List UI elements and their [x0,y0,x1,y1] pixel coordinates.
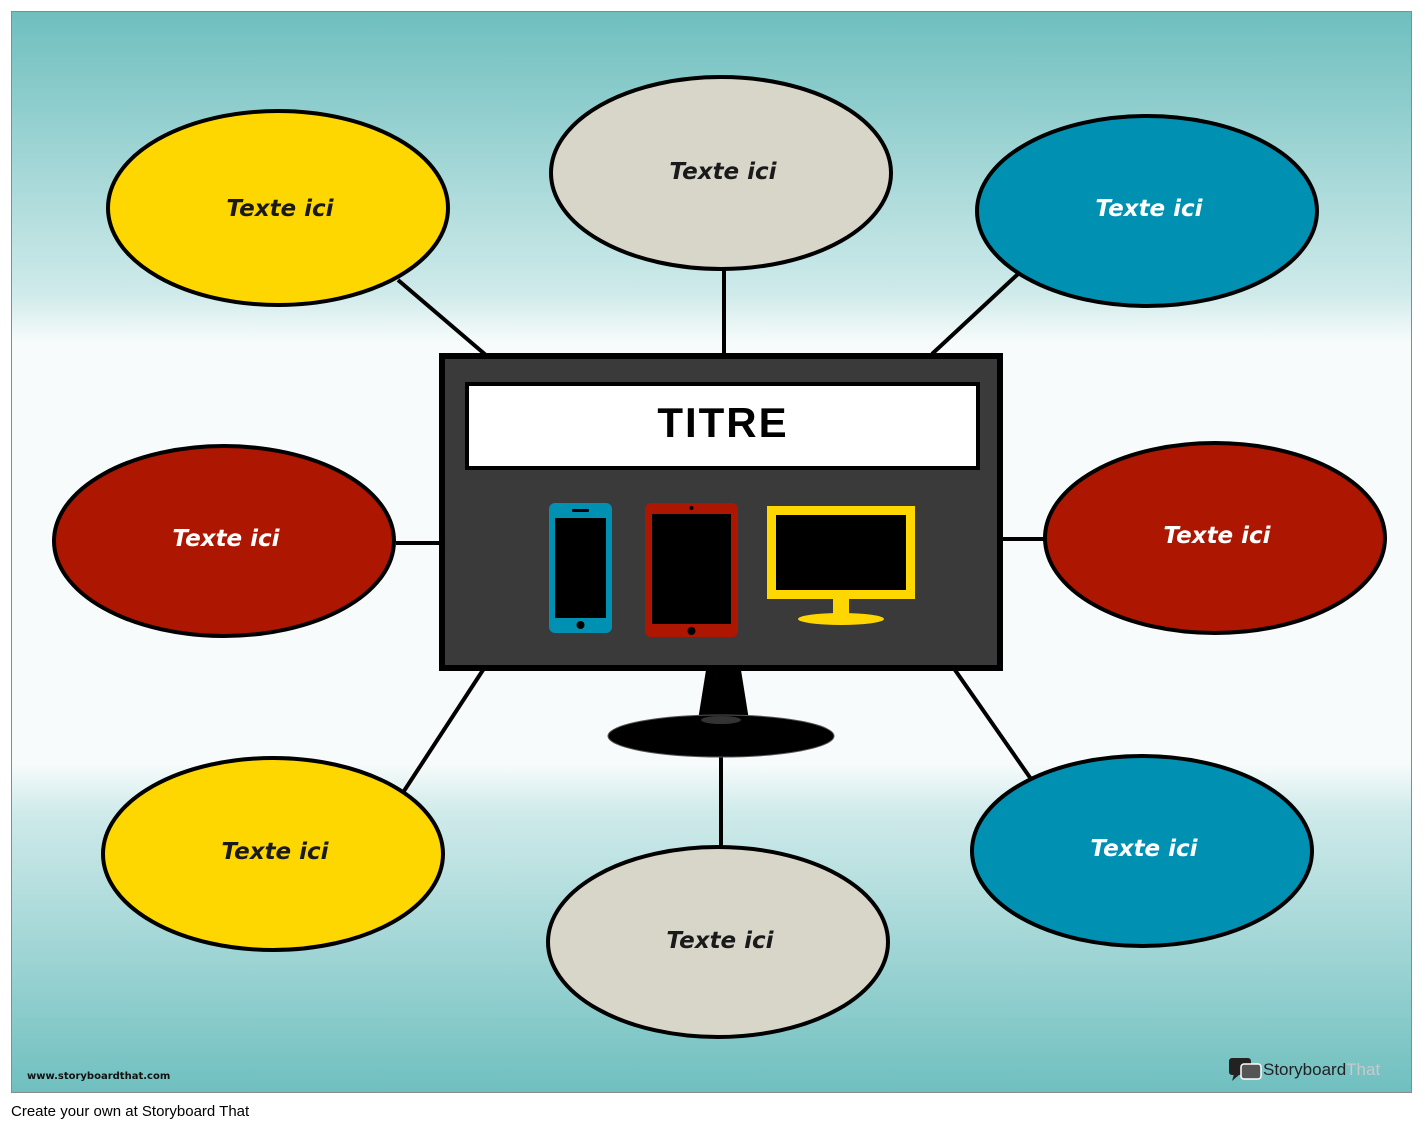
logo-text-that: That [1346,1060,1380,1079]
storyboard-canvas: TITRE [11,11,1412,1093]
monitor-neck [698,670,749,720]
central-monitor: TITRE [439,353,1003,758]
storyboardthat-logo: StoryboardThat [1229,1058,1380,1081]
bubble-text: Texte ici [172,526,280,552]
footer-caption: Create your own at Storyboard That [11,1103,250,1120]
bubble-middle-left[interactable]: Texte ici [52,444,396,638]
bubble-top-right[interactable]: Texte ici [975,114,1319,308]
bubble-bottom-left[interactable]: Texte ici [101,756,445,952]
watermark-url: www.storyboardthat.com [27,1071,170,1082]
diagram-title: TITRE [657,399,788,446]
logo-text-storyboard: Storyboard [1263,1060,1346,1079]
bubble-text: Texte ici [226,196,334,222]
connector-top-right [930,272,1020,356]
connector-lines [396,270,1045,849]
monitor-base-highlight [701,716,741,724]
bubble-middle-right[interactable]: Texte ici [1043,441,1387,635]
bubble-text: Texte ici [666,928,774,954]
bubble-text: Texte ici [1095,196,1203,222]
bubble-top-left[interactable]: Texte ici [106,109,450,307]
bubble-bottom-center[interactable]: Texte ici [546,845,890,1039]
connector-bottom-left [402,668,485,793]
bubble-bottom-right[interactable]: Texte ici [970,754,1314,948]
tablet-icon [645,503,738,637]
bubble-top-center[interactable]: Texte ici [549,75,893,271]
desktop-monitor-icon [767,506,915,625]
bubble-text: Texte ici [221,839,329,865]
spider-diagram: TITRE [12,12,1411,1092]
bubble-text: Texte ici [669,159,777,185]
svg-text:StoryboardThat: StoryboardThat [1263,1060,1380,1079]
speech-bubbles-icon [1229,1058,1262,1081]
phone-icon [549,503,612,633]
monitor-base [607,714,835,758]
bubble-text: Texte ici [1163,523,1271,549]
connector-top-left [396,278,489,358]
connector-bottom-right [953,668,1033,781]
bubble-text: Texte ici [1090,836,1198,862]
title-box [465,382,980,470]
